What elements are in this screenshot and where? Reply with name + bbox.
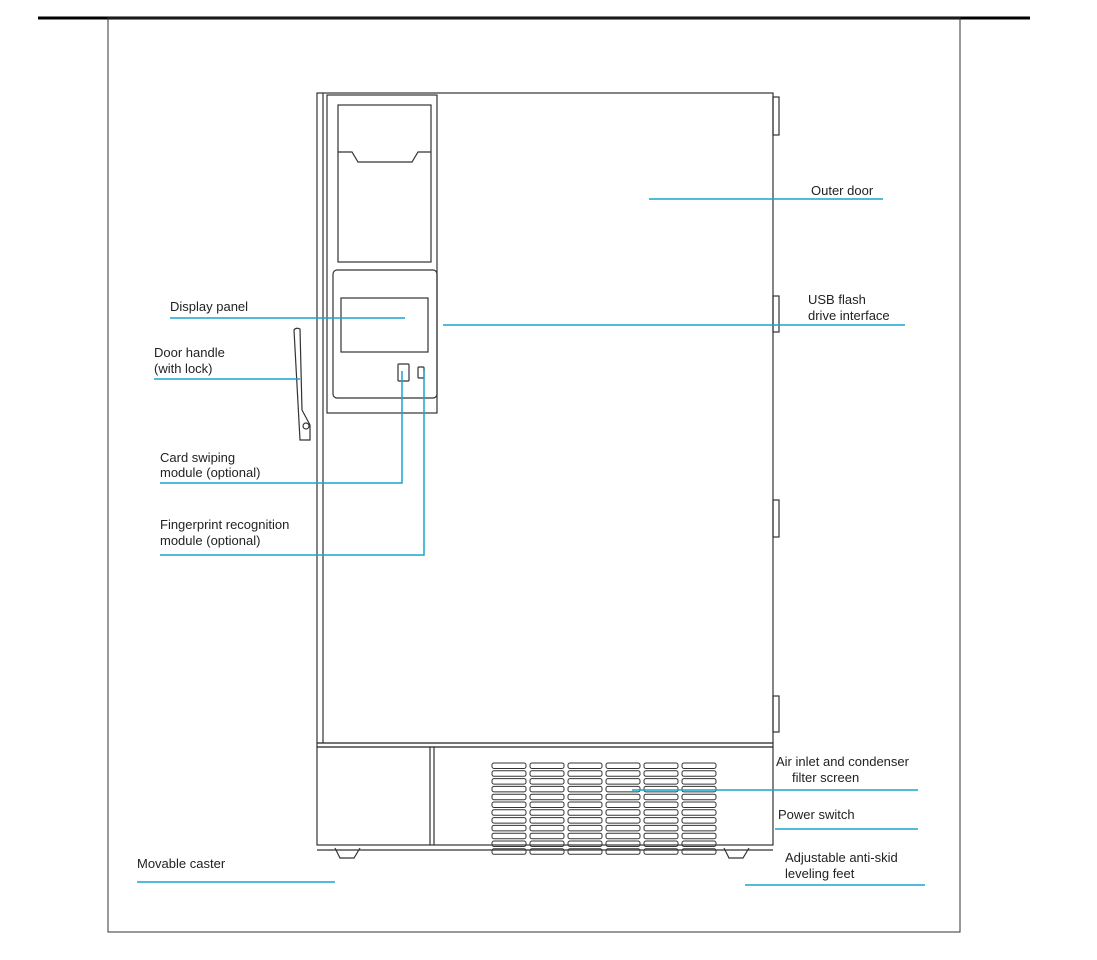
grille-slot: [643, 824, 679, 832]
grille-slot: [643, 832, 679, 840]
grille-slot: [643, 848, 679, 855]
grille-slot: [643, 793, 679, 801]
grille-slot: [605, 778, 641, 785]
grille-slot: [491, 832, 527, 840]
grille-slot: [681, 832, 717, 840]
grille-slot: [643, 809, 679, 816]
label-fingerprint-line1: Fingerprint recognition: [160, 517, 290, 532]
grille-slot: [491, 809, 527, 816]
grille-slot: [605, 809, 641, 816]
label-usb-line2: drive interface: [808, 308, 890, 323]
grille-slot: [605, 848, 641, 855]
label-feet-line1: Adjustable anti-skid: [785, 850, 898, 865]
grille-slot: [567, 817, 603, 824]
grille-slot: [643, 801, 679, 808]
grille-slot: [491, 793, 527, 801]
grille-slot: [567, 793, 603, 801]
grille-slot: [529, 824, 565, 832]
grille-slot: [567, 778, 603, 785]
grille-slot: [643, 770, 679, 777]
label-display-panel: Display panel: [170, 299, 249, 314]
label-card-line1: Card swiping: [160, 450, 236, 465]
grille-slot: [491, 848, 527, 855]
grille-slot: [681, 824, 717, 832]
grille-slot: [605, 801, 641, 808]
label-door-handle-line2: (with lock): [154, 361, 213, 376]
frame: [107, 17, 961, 933]
grille-slot: [491, 770, 527, 777]
grille-slot: [643, 840, 679, 847]
grille-slot: [681, 848, 717, 855]
label-usb-line1: USB flash: [808, 292, 866, 307]
grille-slot: [567, 801, 603, 808]
grille-slot: [681, 785, 717, 793]
grille-slot: [605, 832, 641, 840]
grille-slot: [491, 817, 527, 824]
grille-slot: [529, 785, 565, 793]
label-door-handle-line1: Door handle: [154, 345, 225, 360]
grille-slot: [605, 840, 641, 847]
grille-slot: [681, 762, 717, 769]
grille-slot: [529, 793, 565, 801]
grille-slot: [567, 770, 603, 777]
grille-slot: [605, 793, 641, 801]
grille-slot: [681, 793, 717, 801]
filter-grille: [491, 762, 717, 855]
grille-slot: [529, 762, 565, 769]
grille-slot: [681, 801, 717, 808]
grille-slot: [529, 809, 565, 816]
label-feet-line2: leveling feet: [785, 866, 855, 881]
grille-slot: [681, 817, 717, 824]
label-card-line2: module (optional): [160, 465, 261, 480]
label-air-line1: Air inlet and condenser: [776, 754, 909, 769]
grille-slot: [491, 801, 527, 808]
grille-slot: [491, 778, 527, 785]
grille-slot: [567, 840, 603, 847]
leader-lines: [137, 198, 925, 886]
grille-slot: [605, 785, 641, 793]
grille-slot: [681, 770, 717, 777]
grille-slot: [529, 778, 565, 785]
grille-slot: [491, 824, 527, 832]
grille-slot: [605, 762, 641, 769]
grille-slot: [567, 762, 603, 769]
grille-slot: [567, 832, 603, 840]
label-power-switch: Power switch: [778, 807, 855, 822]
grille-slot: [567, 785, 603, 793]
grille-slot: [605, 817, 641, 824]
grille-slot: [529, 801, 565, 808]
grille-slot: [643, 762, 679, 769]
grille-slot: [529, 832, 565, 840]
label-outer-door: Outer door: [811, 183, 874, 198]
grille-slot: [529, 770, 565, 777]
label-movable-caster: Movable caster: [137, 856, 226, 871]
grille-slot: [567, 809, 603, 816]
grille-slot: [491, 762, 527, 769]
grille-slot: [567, 848, 603, 855]
grille-slot: [643, 817, 679, 824]
grille-slot: [643, 778, 679, 785]
cabinet: [293, 92, 780, 859]
grille-slot: [491, 840, 527, 847]
grille-slot: [567, 824, 603, 832]
grille-slot: [529, 817, 565, 824]
grille-slot: [529, 840, 565, 847]
grille-slot: [605, 824, 641, 832]
grille-slot: [529, 848, 565, 855]
grille-slot: [681, 809, 717, 816]
grille-slot: [643, 785, 679, 793]
label-fingerprint-line2: module (optional): [160, 533, 261, 548]
grille-slot: [605, 770, 641, 777]
label-air-line2: filter screen: [792, 770, 860, 785]
grille-slot: [491, 785, 527, 793]
grille-slot: [681, 840, 717, 847]
grille-slot: [681, 778, 717, 785]
